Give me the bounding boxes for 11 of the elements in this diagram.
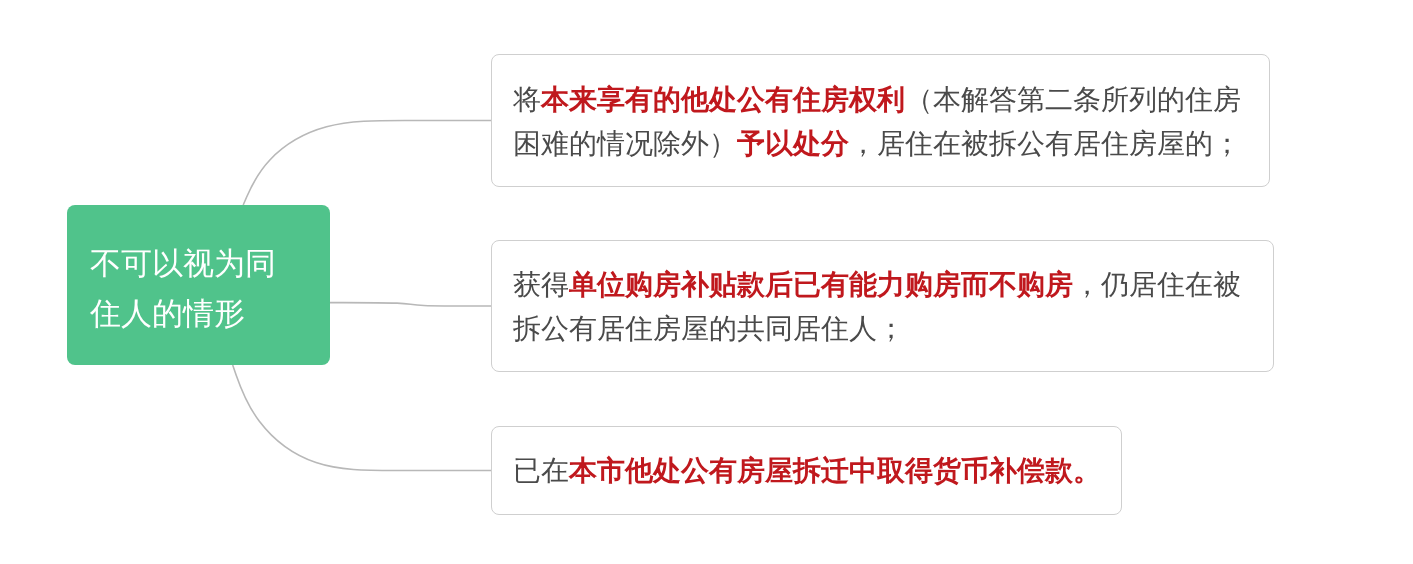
connector-line <box>242 119 492 206</box>
subtopic-box <box>491 426 1122 515</box>
subtopic-text: 已在本市他处公有房屋拆迁中取得货币补偿款。 <box>513 453 1102 489</box>
subtopic-box <box>491 240 1274 372</box>
subtopic-box <box>491 54 1270 187</box>
connector-line <box>329 301 492 307</box>
connector-line <box>231 364 492 472</box>
subtopic-text: 将本来享有的他处公有住房权利（本解答第二条所列的住房困难的情况除外）予以处分，居住在被拆公有居住房屋的； <box>513 82 1242 162</box>
central-topic-box <box>67 205 330 365</box>
subtopic-text: 获得单位购房补贴款后已有能力购房而不购房，仍居住在被拆公有居住房屋的共同居住人； <box>513 267 1242 347</box>
central-topic-text: 不可以视为同住人的情形 <box>90 244 277 333</box>
